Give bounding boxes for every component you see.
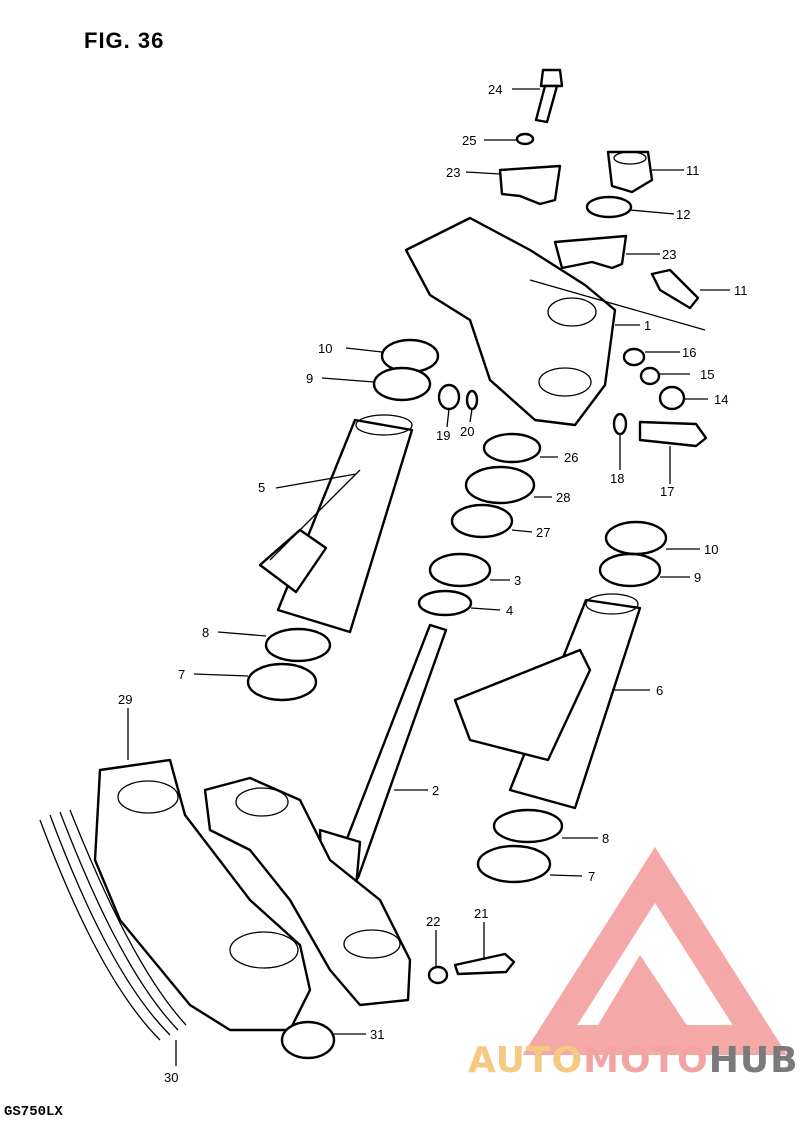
nut-19	[437, 383, 461, 411]
seal-26	[482, 432, 542, 464]
stem-nut-11	[606, 150, 654, 194]
callout-8-right: 8	[602, 831, 609, 846]
callout-21: 21	[474, 906, 488, 921]
callout-6: 6	[656, 683, 663, 698]
watermark-moto: MOTO	[583, 1040, 709, 1081]
callout-22: 22	[426, 914, 440, 929]
callout-26: 26	[564, 450, 578, 465]
headlight-bracket-5	[258, 414, 414, 634]
callout-29: 29	[118, 692, 132, 707]
watermark-hub: HUB	[708, 1040, 799, 1081]
callout-9-left: 9	[306, 371, 313, 386]
callout-7-right: 7	[588, 869, 595, 884]
bolt-24	[534, 68, 564, 124]
callout-18: 18	[610, 471, 624, 486]
washer-15	[639, 366, 661, 386]
callout-11-upper: 11	[686, 163, 700, 178]
cushion-9-right	[598, 552, 662, 588]
lower-bracket	[203, 776, 412, 1007]
callout-17: 17	[660, 484, 674, 499]
leader-lines	[127, 88, 730, 1066]
fins-30	[39, 809, 187, 1041]
callout-12: 12	[676, 207, 690, 222]
nut-25	[515, 132, 535, 146]
watermark-auto: AUTO	[468, 1040, 584, 1081]
cushion-9-left	[372, 366, 432, 402]
bearing-28	[464, 465, 536, 505]
bolt-21	[453, 952, 516, 976]
callout-16: 16	[682, 345, 696, 360]
race-27	[450, 503, 514, 539]
cushion-10-left	[380, 338, 440, 374]
callout-1: 1	[644, 318, 651, 333]
callout-14: 14	[714, 392, 728, 407]
headlight-bracket-6	[453, 593, 642, 810]
callout-7-left: 7	[178, 667, 185, 682]
callout-31: 31	[370, 1027, 384, 1042]
cushion-10-right	[604, 520, 668, 556]
nut-14	[658, 385, 686, 411]
callout-labels: 24 25 23 11 12 23 11 1 16 15 14 17 18 19…	[118, 82, 748, 1085]
watermark-logo	[522, 847, 788, 1055]
upper-bracket-1	[404, 216, 706, 427]
figure-title: FIG. 36	[84, 28, 165, 53]
steering-stem-2	[318, 623, 448, 890]
nut-22	[427, 965, 449, 985]
callout-25: 25	[462, 133, 476, 148]
washer-16	[622, 347, 646, 367]
cover-29	[93, 758, 312, 1032]
callout-11-right: 11	[734, 283, 748, 298]
washer-20	[465, 389, 479, 411]
callout-20: 20	[460, 424, 474, 439]
callout-30: 30	[164, 1070, 178, 1085]
callout-27: 27	[536, 525, 550, 540]
callout-8-left: 8	[202, 625, 209, 640]
cushion-8-right	[492, 808, 564, 844]
cushion-7-left	[246, 662, 318, 702]
cap-31	[280, 1020, 336, 1060]
callout-15: 15	[700, 367, 714, 382]
handlebar-clamp-23-right	[553, 234, 628, 270]
callout-2: 2	[432, 783, 439, 798]
callout-10-left: 10	[318, 341, 332, 356]
callout-10-right: 10	[704, 542, 718, 557]
callout-23-upper: 23	[446, 165, 460, 180]
bolt-17	[638, 420, 708, 448]
callout-4: 4	[506, 603, 513, 618]
washer-18	[612, 412, 628, 436]
cushion-8-left	[264, 627, 332, 663]
callout-28: 28	[556, 490, 570, 505]
callout-24: 24	[488, 82, 502, 97]
watermark-text: AUTOMOTOHUB	[468, 1040, 799, 1081]
handlebar-clamp-23-upper	[498, 164, 562, 206]
callout-9-right: 9	[694, 570, 701, 585]
bolt-11	[650, 268, 700, 310]
race-4	[417, 589, 473, 617]
washer-12	[585, 195, 633, 219]
callout-3: 3	[514, 573, 521, 588]
callout-5: 5	[258, 480, 265, 495]
bearing-3	[428, 552, 492, 588]
model-label: GS750LX	[4, 1104, 63, 1120]
callout-19: 19	[436, 428, 450, 443]
cushion-7-right	[476, 844, 552, 884]
callout-23-right: 23	[662, 247, 676, 262]
